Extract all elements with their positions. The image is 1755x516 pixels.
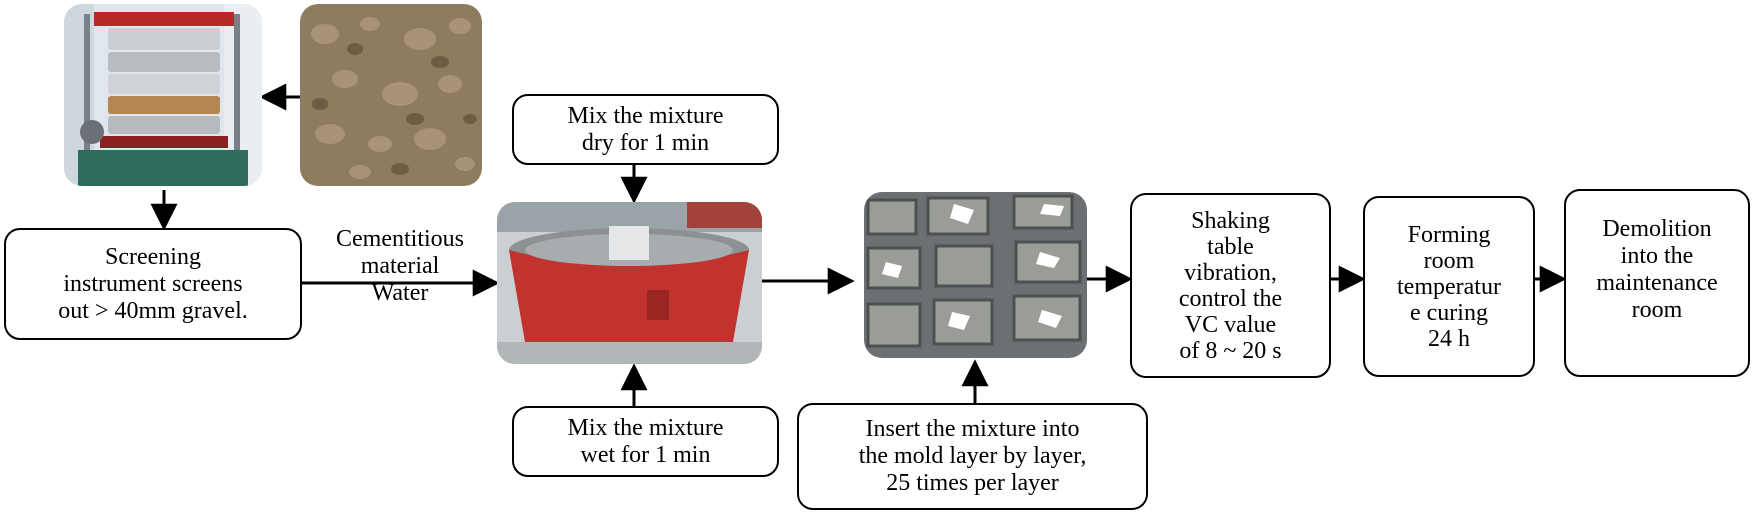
- shaking-table-box: Shaking table vibration, control the VC …: [1130, 193, 1331, 378]
- gravel-photo: [300, 4, 482, 186]
- mixer-photo: [497, 202, 762, 364]
- demolition-box: Demolition into the maintenance room: [1564, 189, 1750, 377]
- mix-dry-box: Mix the mixture dry for 1 min: [512, 94, 779, 165]
- insert-mold-box: Insert the mixture into the mold layer b…: [797, 403, 1148, 510]
- mix-wet-box: Mix the mixture wet for 1 min: [512, 406, 779, 477]
- molds-photo: [864, 192, 1087, 358]
- forming-room-box: Forming room temperatur e curing 24 h: [1363, 196, 1535, 377]
- sieve-shaker-photo: [64, 4, 262, 186]
- screening-box: Screening instrument screens out > 40mm …: [4, 228, 302, 340]
- inputs-label: Cementitious material Water: [336, 226, 464, 306]
